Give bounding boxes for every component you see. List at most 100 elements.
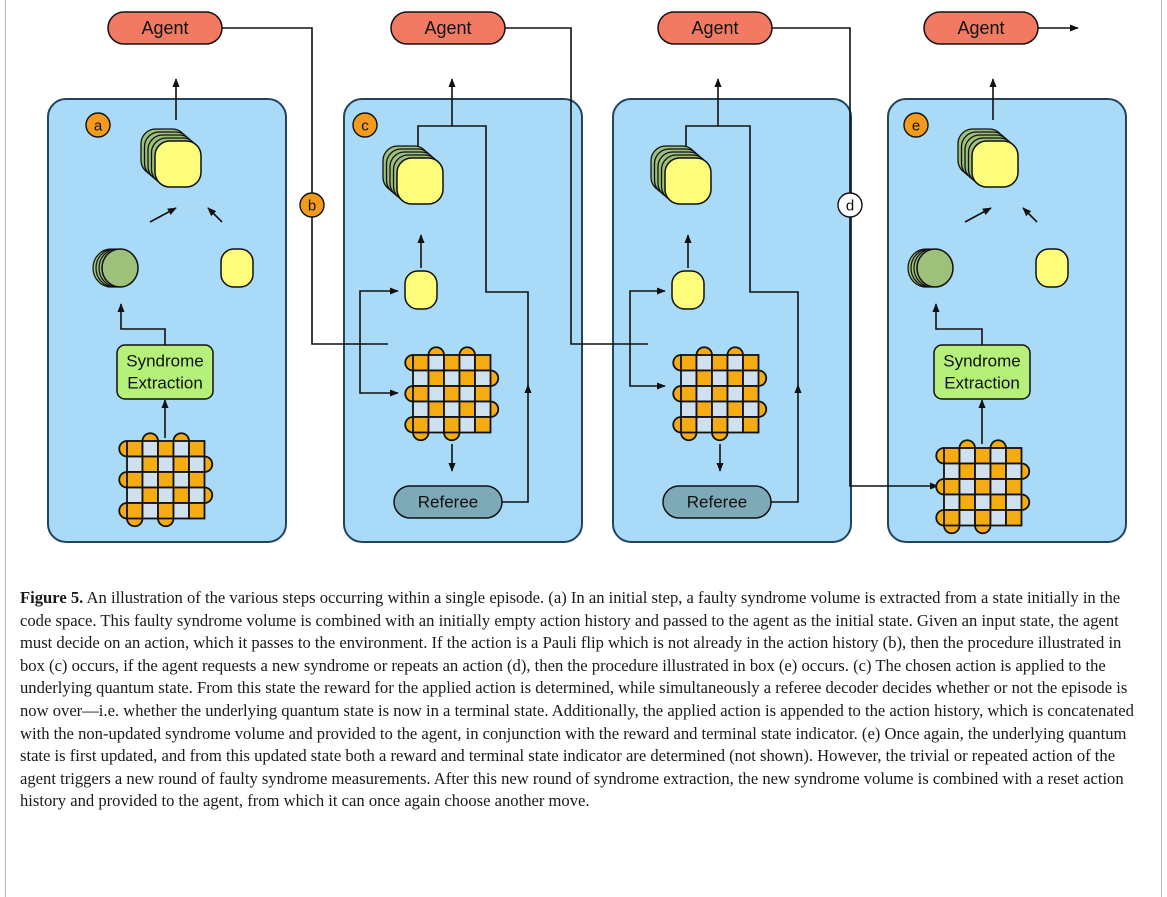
lattice-boundary bbox=[412, 432, 430, 442]
lattice-boundary bbox=[680, 432, 698, 442]
agent-label: Agent bbox=[957, 18, 1004, 38]
surface-code-d bbox=[672, 346, 768, 442]
badge-circle bbox=[299, 192, 325, 218]
lattice-plaquette bbox=[188, 486, 206, 504]
lattice-plaquette bbox=[943, 462, 961, 480]
wire-b-to-lattice bbox=[359, 344, 399, 397]
lattice-plaquette bbox=[974, 478, 992, 496]
wire-d-to-action bbox=[629, 287, 666, 344]
referee-label: Referee bbox=[418, 493, 478, 512]
referee-pill bbox=[393, 485, 503, 519]
agent-pill bbox=[923, 11, 1039, 45]
referee-label: Referee bbox=[687, 493, 747, 512]
action-history-stack-a bbox=[140, 128, 202, 188]
lattice-boundary bbox=[935, 447, 945, 465]
lattice-boundary bbox=[1021, 493, 1031, 511]
stack-top bbox=[154, 140, 202, 188]
lattice-plaquette bbox=[680, 354, 698, 372]
lattice-plaquette bbox=[427, 354, 445, 372]
syndrome-label-1: Syndrome bbox=[126, 352, 203, 371]
lattice-plaquette bbox=[443, 385, 461, 403]
new-action-d bbox=[671, 270, 705, 310]
lattice-boundary bbox=[157, 518, 175, 528]
page-frame bbox=[5, 0, 1162, 897]
badge-circle bbox=[837, 192, 863, 218]
lattice-plaquette bbox=[474, 385, 492, 403]
lattice-plaquette bbox=[989, 462, 1007, 480]
lattice-boundary bbox=[126, 518, 144, 528]
lattice-plaquette bbox=[974, 462, 992, 480]
green-top bbox=[101, 248, 139, 288]
agent-label: Agent bbox=[424, 18, 471, 38]
lattice-boundary bbox=[204, 455, 214, 473]
lattice-plaquette bbox=[458, 400, 476, 418]
lattice-boundary bbox=[490, 369, 500, 387]
lattice-boundary bbox=[958, 439, 976, 449]
badge-c: c bbox=[352, 112, 378, 138]
lattice-plaquette bbox=[958, 478, 976, 496]
arrow-history-to-stack-e bbox=[1022, 207, 1038, 223]
agent-box: Agent bbox=[923, 11, 1039, 45]
lattice-plaquette bbox=[726, 354, 744, 372]
lattice-plaquette bbox=[711, 385, 729, 403]
lattice-plaquette bbox=[1005, 462, 1023, 480]
lattice-plaquette bbox=[742, 354, 760, 372]
lattice-boundary bbox=[404, 354, 414, 372]
wire-d-to-lattice bbox=[629, 344, 666, 390]
lattice-plaquette bbox=[427, 369, 445, 387]
wire-referee-up-d bbox=[771, 384, 802, 503]
lattice-plaquette bbox=[1005, 493, 1023, 511]
agent-pill bbox=[390, 11, 506, 45]
wire-terminal-d bbox=[685, 125, 799, 385]
lattice-plaquette bbox=[958, 493, 976, 511]
lattice-plaquette bbox=[412, 400, 430, 418]
agent-box: Agent bbox=[107, 11, 223, 45]
lattice-plaquette bbox=[458, 354, 476, 372]
lattice-plaquette bbox=[474, 369, 492, 387]
syndrome-rect bbox=[933, 344, 1031, 400]
lattice-plaquette bbox=[172, 440, 190, 458]
lattice-plaquette bbox=[141, 502, 159, 520]
lattice-boundary bbox=[118, 471, 128, 489]
lattice-boundary bbox=[943, 525, 961, 535]
lattice-plaquette bbox=[989, 493, 1007, 511]
wire-agent-c-to-d bbox=[505, 27, 648, 345]
lattice-plaquette bbox=[412, 416, 430, 434]
lattice-boundary bbox=[935, 478, 945, 496]
lattice-plaquette bbox=[172, 471, 190, 489]
lattice-boundary bbox=[974, 525, 992, 535]
agent-pill bbox=[107, 11, 223, 45]
wire-d-main bbox=[772, 27, 939, 490]
lattice-boundary bbox=[443, 432, 461, 442]
lattice-plaquette bbox=[443, 369, 461, 387]
lattice-plaquette bbox=[458, 416, 476, 434]
lattice-plaquette bbox=[172, 455, 190, 473]
lattice-plaquette bbox=[172, 502, 190, 520]
lattice-plaquette bbox=[188, 440, 206, 458]
lattice-boundary bbox=[695, 346, 713, 356]
lattice-plaquette bbox=[126, 486, 144, 504]
lattice-plaquette bbox=[427, 400, 445, 418]
lattice-plaquette bbox=[126, 502, 144, 520]
lattice-plaquette bbox=[943, 447, 961, 465]
lattice-plaquette bbox=[974, 493, 992, 511]
wire-extract-to-volume-e bbox=[932, 303, 983, 345]
caption-text: An illustration of the various steps occ… bbox=[20, 588, 1134, 811]
lattice-plaquette bbox=[695, 400, 713, 418]
lattice-plaquette bbox=[157, 440, 175, 458]
lattice-plaquette bbox=[141, 486, 159, 504]
lattice-boundary bbox=[1021, 462, 1031, 480]
referee-pill bbox=[662, 485, 772, 519]
lattice-plaquette bbox=[443, 400, 461, 418]
lattice-plaquette bbox=[474, 400, 492, 418]
referee-d: Referee bbox=[662, 485, 772, 519]
lattice-boundary bbox=[118, 440, 128, 458]
agent-box: Agent bbox=[390, 11, 506, 45]
lattice-plaquette bbox=[680, 369, 698, 387]
lattice-plaquette bbox=[711, 416, 729, 434]
wire-b-main bbox=[222, 27, 388, 345]
lattice-boundary bbox=[758, 369, 768, 387]
surface-code-a bbox=[118, 432, 214, 528]
badge-letter: e bbox=[912, 118, 920, 135]
